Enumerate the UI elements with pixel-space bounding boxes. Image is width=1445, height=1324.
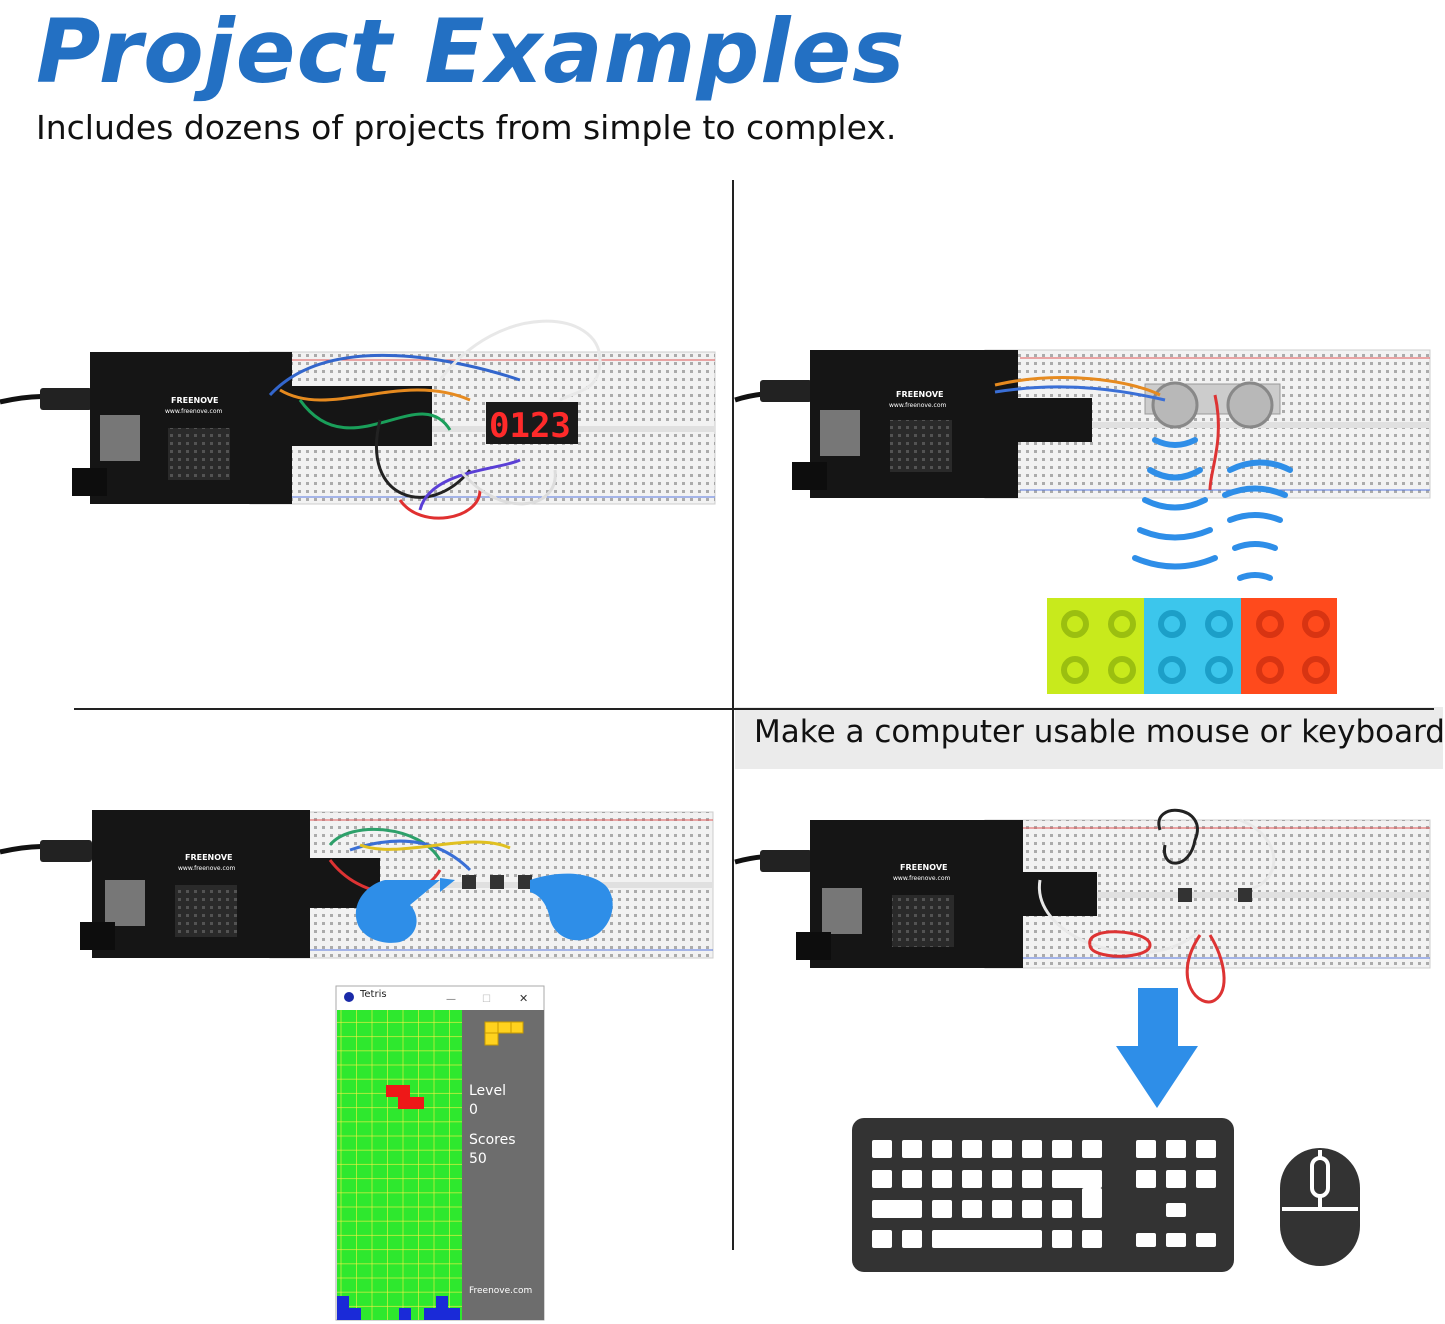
caption-bar: [735, 707, 1443, 769]
board-url-2: www.freenove.com: [889, 402, 947, 409]
tetris-level-value: 0: [469, 1102, 478, 1118]
board-brand-3: FREENOVE: [185, 853, 233, 862]
horizontal-divider-right: [734, 708, 1434, 710]
sound-wave-icon: [1132, 437, 1293, 581]
project-ultrasonic: FREENOVE www.freenove.com: [734, 349, 1431, 694]
board-url-4: www.freenove.com: [893, 875, 951, 882]
mouse-icon: [1280, 1148, 1360, 1266]
project-keyboard: FREENOVE www.freenove.com: [734, 808, 1431, 1272]
down-arrow-icon: [1116, 988, 1198, 1108]
building-blocks: [1047, 598, 1337, 694]
hand-left-icon: [355, 878, 455, 943]
board-brand-4: FREENOVE: [900, 863, 948, 872]
hand-right-icon: [530, 873, 613, 941]
tetris-window-title: Tetris: [360, 989, 387, 1000]
board-brand-2: FREENOVE: [896, 390, 944, 399]
project-segment-display: FREENOVE www.freenove.com 0123: [0, 319, 716, 520]
project-tetris: FREENOVE www.freenove.com — ☐ ✕: [0, 810, 714, 1321]
keyboard-caption: Make a computer usable mouse or keyboard: [754, 714, 1445, 750]
tetris-footer: Freenove.com: [469, 1286, 533, 1296]
tetris-scores-label: Scores: [469, 1132, 516, 1148]
minimize-icon: —: [446, 994, 456, 1005]
page-subtitle: Includes dozens of projects from simple …: [36, 108, 897, 147]
page-title: Project Examples: [36, 0, 906, 103]
segment-digits: 0123: [489, 406, 571, 446]
board-brand: FREENOVE: [171, 396, 219, 405]
board-url-3: www.freenove.com: [178, 865, 236, 872]
board-url: www.freenove.com: [165, 408, 223, 415]
maximize-icon: ☐: [482, 994, 491, 1005]
keyboard-icon: [852, 1118, 1234, 1272]
vertical-divider: [732, 180, 734, 1250]
tetris-level-label: Level: [469, 1083, 506, 1099]
close-icon: ✕: [519, 992, 528, 1005]
horizontal-divider-left: [74, 708, 734, 710]
tetris-scores-value: 50: [469, 1151, 487, 1167]
tetris-window: — ☐ ✕: [335, 985, 545, 1321]
